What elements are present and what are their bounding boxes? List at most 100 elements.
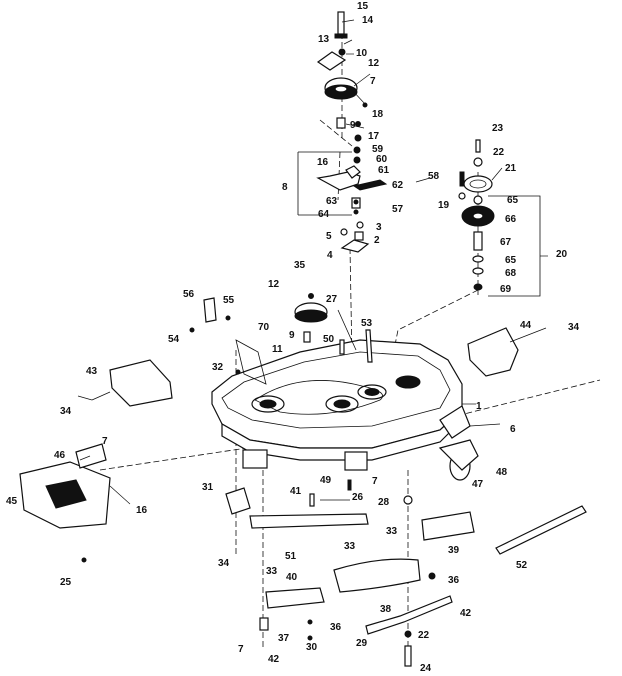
bracket-part-13 bbox=[316, 51, 347, 71]
callout-14: 14 bbox=[362, 15, 374, 26]
callout-57: 57 bbox=[392, 204, 404, 215]
callout-33-left: 33 bbox=[266, 566, 278, 577]
callout-35: 35 bbox=[294, 260, 306, 271]
rod-part-53 bbox=[365, 329, 373, 363]
callout-22-top: 22 bbox=[493, 147, 505, 158]
nut-part-10 bbox=[338, 48, 346, 56]
rod-part-27 bbox=[337, 309, 357, 351]
callout-33-right: 33 bbox=[386, 526, 398, 537]
callout-16-left: 16 bbox=[136, 505, 148, 516]
baffle-part-51 bbox=[249, 513, 369, 529]
callout-33-mid: 33 bbox=[344, 541, 356, 552]
pulley-part-12-hub bbox=[334, 85, 348, 93]
callout-48: 48 bbox=[496, 467, 508, 478]
bracket-part-70 bbox=[235, 339, 267, 385]
callout-24: 24 bbox=[420, 663, 432, 674]
callout-4: 4 bbox=[327, 250, 333, 261]
callout-18: 18 bbox=[372, 109, 384, 120]
callout-31: 31 bbox=[202, 482, 214, 493]
callout-42-bottom: 42 bbox=[268, 654, 280, 665]
deck-front-axis bbox=[439, 379, 601, 421]
callout-40: 40 bbox=[286, 572, 298, 583]
deck-leg-right bbox=[344, 451, 368, 471]
deck-left-axis bbox=[99, 439, 301, 471]
clip-part-56 bbox=[203, 297, 217, 323]
callout-12-top: 12 bbox=[368, 58, 380, 69]
chute-part-45-decal bbox=[45, 479, 87, 509]
callout-70: 70 bbox=[258, 322, 270, 333]
callout-58: 58 bbox=[428, 171, 440, 182]
callout-34-right: 34 bbox=[568, 322, 580, 333]
callout-28: 28 bbox=[378, 497, 390, 508]
callout-17: 17 bbox=[368, 131, 380, 142]
washer-part-22-bottom bbox=[404, 630, 412, 638]
callout-2: 2 bbox=[374, 235, 380, 246]
callout-19: 19 bbox=[438, 200, 450, 211]
callout-55: 55 bbox=[223, 295, 235, 306]
baffle-part-38 bbox=[333, 558, 421, 593]
pulley-part-21 bbox=[463, 175, 493, 193]
washer-part-63 bbox=[353, 199, 359, 205]
washer-part-68 bbox=[472, 267, 484, 275]
bracket-part-31 bbox=[225, 487, 251, 515]
pulley-part-21-groove bbox=[469, 179, 487, 189]
callout-38: 38 bbox=[380, 604, 392, 615]
callout-5: 5 bbox=[326, 231, 332, 242]
group-20-bracket bbox=[488, 195, 541, 297]
cover-part-43 bbox=[109, 359, 173, 407]
deck-housing-rim bbox=[221, 351, 451, 429]
callout-62: 62 bbox=[392, 180, 404, 191]
callout-9-top: 9 bbox=[350, 120, 356, 131]
callout-53: 53 bbox=[361, 318, 373, 329]
callout-56: 56 bbox=[183, 289, 195, 300]
callout-7-bottom: 7 bbox=[238, 644, 244, 655]
callout-13: 13 bbox=[318, 34, 330, 45]
deck-opening bbox=[395, 375, 421, 389]
baffle-part-40 bbox=[265, 587, 325, 609]
callout-41: 41 bbox=[290, 486, 302, 497]
callout-46: 46 bbox=[54, 450, 66, 461]
pivot-part-61 bbox=[345, 165, 361, 179]
callout-42-right: 42 bbox=[460, 608, 472, 619]
deck-belt bbox=[254, 380, 384, 415]
washer-part-59 bbox=[353, 146, 361, 154]
sprocket-part-66-hub bbox=[472, 212, 484, 220]
bolt-part-23 bbox=[475, 139, 481, 153]
callout-27: 27 bbox=[326, 294, 338, 305]
bracket-part-48 bbox=[438, 439, 479, 471]
idler-arm-part-16 bbox=[316, 171, 361, 191]
washer-part-65-top bbox=[473, 195, 483, 205]
callout-25: 25 bbox=[60, 577, 72, 588]
callout-7-top: 7 bbox=[370, 76, 376, 87]
nut-part-18 bbox=[355, 121, 361, 127]
callout-64: 64 bbox=[318, 209, 330, 220]
callout-52: 52 bbox=[516, 560, 528, 571]
nut-part-35 bbox=[308, 293, 314, 299]
washer-part-22-top bbox=[473, 157, 483, 167]
callout-12-deck: 12 bbox=[268, 279, 280, 290]
callout-59: 59 bbox=[372, 144, 384, 155]
bar-part-52 bbox=[495, 505, 587, 555]
washer-part-64 bbox=[353, 209, 359, 215]
callout-68: 68 bbox=[505, 268, 517, 279]
spring-part-62 bbox=[352, 179, 388, 191]
washer-part-19 bbox=[458, 192, 466, 200]
callout-7-left: 7 bbox=[102, 436, 108, 447]
washer-part-30 bbox=[307, 635, 313, 641]
callout-54: 54 bbox=[168, 334, 180, 345]
spacer-part-9-deck bbox=[303, 331, 311, 343]
callout-37: 37 bbox=[278, 633, 290, 644]
bolt-part-54 bbox=[189, 327, 195, 333]
callout-10: 10 bbox=[356, 48, 368, 59]
callout-32: 32 bbox=[212, 362, 224, 373]
washer-part-65-bottom bbox=[472, 255, 484, 263]
deck-spindle-right-pulley bbox=[364, 388, 380, 396]
bolt-part-32 bbox=[235, 369, 241, 375]
linkage-dash-left bbox=[319, 119, 353, 147]
washer-part-5 bbox=[340, 228, 348, 236]
nut-part-36b bbox=[307, 619, 313, 625]
deck-spindle-left-pulley bbox=[259, 399, 277, 409]
callout-6: 6 bbox=[510, 424, 516, 435]
washer-part-3 bbox=[356, 221, 364, 229]
